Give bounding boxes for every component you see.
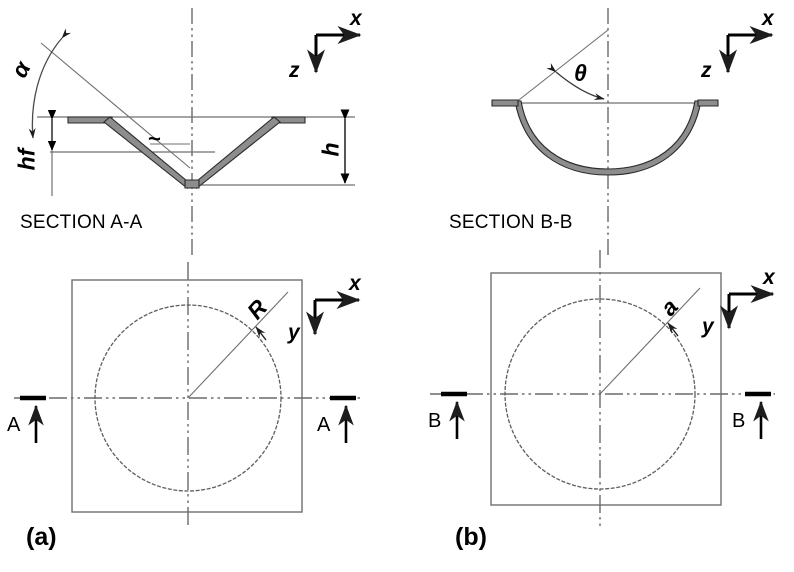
- radius-arrowhead-b: [667, 322, 679, 337]
- theta-angle-arc: [546, 63, 605, 101]
- axis-label-y-plan-a: y: [288, 321, 300, 344]
- alpha-construction-line: [40, 42, 191, 169]
- apex-cap-a: [184, 179, 200, 189]
- axis-label-y-plan-b: y: [702, 315, 714, 338]
- axis-label-x-plan-b: x: [763, 266, 775, 289]
- panel-letter-b: (b): [455, 523, 487, 551]
- panel-a-elevation: [28, 8, 362, 255]
- theta-angle-label: θ: [574, 60, 587, 86]
- opening-circle-a: [94, 304, 282, 492]
- axis-label-x-elevation-a: x: [350, 7, 362, 30]
- hf-dimension-label: hf: [13, 148, 40, 171]
- axis-label-z-elevation-b: z: [701, 59, 712, 82]
- section-mark-label-a-right: A: [317, 414, 331, 436]
- section-mark-label-a-left: A: [7, 414, 21, 436]
- panel-b-plan: [430, 250, 775, 528]
- theta-construction-line: [514, 29, 609, 104]
- section-mark-label-b-right: B: [732, 410, 746, 432]
- spherical-shell-b: [514, 100, 702, 176]
- axis-label-z-elevation-a: z: [289, 59, 300, 82]
- radius-leader-b: [599, 287, 701, 395]
- right-flange-b: [697, 99, 719, 107]
- opening-circle-b: [504, 298, 696, 490]
- section-title-a: SECTION A-A: [20, 212, 143, 233]
- axis-label-x-plan-a: x: [349, 272, 361, 295]
- panel-b-elevation: [491, 8, 774, 255]
- plate-outline-b: [490, 272, 722, 506]
- axis-label-x-elevation-b: x: [762, 7, 774, 30]
- left-flange-b: [491, 99, 519, 107]
- plate-outline-a: [71, 279, 303, 513]
- alpha-angle-arc: [28, 28, 72, 139]
- h-dimension-label: h: [317, 142, 344, 157]
- radius-leader-a: [187, 291, 289, 399]
- panel-letter-a: (a): [26, 523, 57, 551]
- thickness-tilde-label: ~: [148, 126, 161, 151]
- section-title-b: SECTION B-B: [449, 212, 573, 233]
- panel-a-plan: [14, 262, 361, 528]
- section-mark-label-b-left: B: [428, 410, 442, 432]
- radius-arrowhead-a: [255, 326, 267, 341]
